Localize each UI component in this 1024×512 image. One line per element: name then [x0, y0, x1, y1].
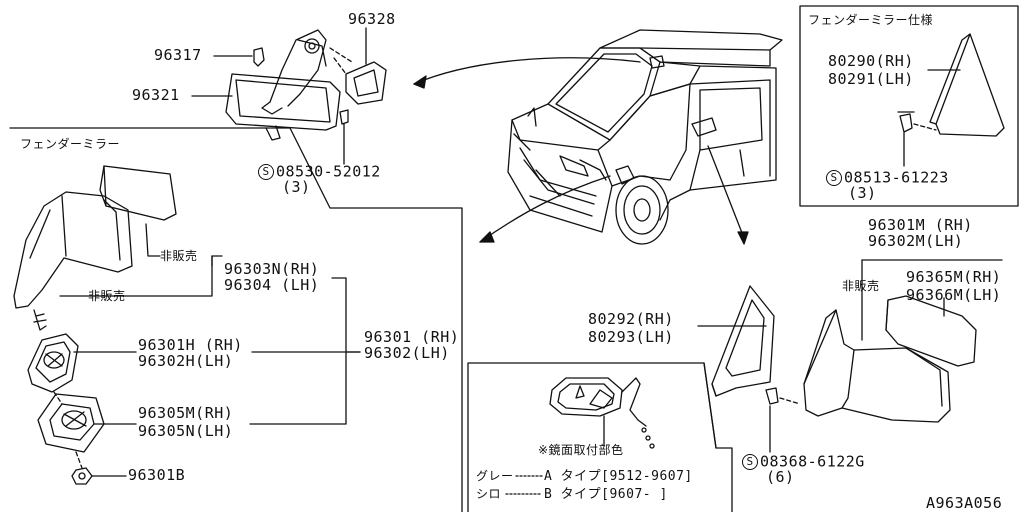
drawing-code: A963A056: [926, 494, 1003, 512]
inner-screw-number: 08530-52012: [276, 162, 381, 181]
part-96366m-label: 96366M(LH): [906, 286, 1002, 304]
gray-color-label: グレー: [476, 469, 514, 483]
not-for-sale-label: 非販売: [160, 249, 198, 263]
part-96317-label: 96317: [154, 46, 202, 64]
screw-symbol: S: [826, 170, 842, 186]
part-96302-label: 96302(LH): [364, 344, 450, 362]
part-96321-label: 96321: [132, 86, 180, 104]
not-for-sale-label: 非販売: [842, 279, 880, 293]
part-96304-label: 96304 (LH): [224, 276, 320, 294]
part-80291-label: 80291(LH): [828, 70, 914, 88]
fender-section-frame: [9, 127, 463, 512]
white-color-label: シロ: [476, 487, 502, 501]
type-a-range: A タイプ[9512-9607]: [544, 469, 693, 484]
type-b-range: B タイプ[9607- ]: [544, 487, 668, 502]
inner-leader-lines: [191, 27, 367, 165]
screw-symbol: S: [742, 454, 758, 470]
leader-arrows: [413, 57, 749, 245]
fender-mirror-title: フェンダーミラー: [20, 137, 121, 151]
not-for-sale-label: 非販売: [88, 289, 126, 303]
color-box-mirror: [505, 377, 655, 495]
rear-view-mirror: [225, 29, 387, 141]
fender-screw-qty: (3): [848, 184, 877, 202]
part-96305m-label: 96305M(RH): [138, 404, 234, 422]
fender-leader-lines: [59, 223, 361, 477]
part-96302h-label: 96302H(LH): [138, 352, 234, 370]
fender-spec-parts: [897, 33, 1005, 167]
part-96303n-label: 96303N(RH): [224, 260, 320, 278]
part-96365m-label: 96365M(RH): [906, 268, 1002, 286]
color-box-title: ※鏡面取付部色: [538, 443, 624, 457]
door-screw-number: 08368-6122G: [760, 452, 865, 471]
part-96301h-label: 96301H (RH): [138, 336, 243, 354]
part-96301-label: 96301 (RH): [364, 328, 460, 346]
fender-screw-number: 08513-61223: [844, 168, 949, 187]
screw-symbol: S: [258, 164, 274, 180]
part-80292-label: 80292(RH): [588, 310, 674, 328]
door-mirror-parts: [697, 259, 1003, 453]
inner-screw-qty: (3): [282, 178, 311, 196]
part-80293-label: 80293(LH): [588, 328, 674, 346]
part-96305n-label: 96305N(LH): [138, 422, 234, 440]
car-illustration: [507, 29, 783, 245]
part-80290-label: 80290(RH): [828, 52, 914, 70]
part-96328-label: 96328: [348, 10, 396, 28]
fender-spec-box: [799, 5, 1019, 207]
part-96301m-label: 96301M (RH): [868, 216, 973, 234]
door-screw-qty: (6): [766, 468, 795, 486]
part-96301b-label: 96301B: [128, 466, 186, 484]
part-96302m-label: 96302M(LH): [868, 232, 964, 250]
fender-mirror-parts: [13, 165, 177, 485]
fender-spec-title: フェンダーミラー仕様: [808, 13, 934, 27]
